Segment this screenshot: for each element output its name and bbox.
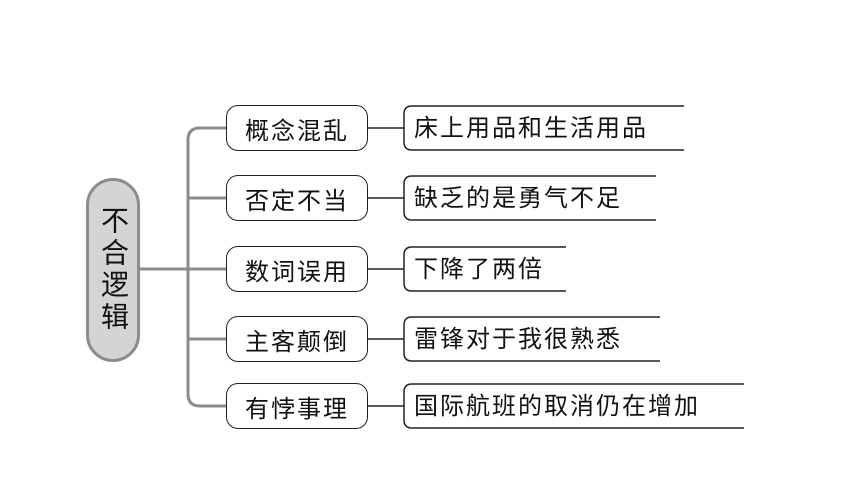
category-node: 数词误用 — [226, 246, 368, 292]
example-text: 床上用品和生活用品 — [414, 114, 648, 142]
example-text: 缺乏的是勇气不足 — [414, 184, 622, 212]
root-label: 不合逻辑 — [97, 206, 130, 334]
category-node: 否定不当 — [226, 175, 368, 221]
root-node: 不合逻辑 — [86, 178, 140, 362]
category-node: 概念混乱 — [226, 105, 368, 151]
category-node: 有悖事理 — [226, 383, 368, 429]
category-node: 主客颠倒 — [226, 316, 368, 362]
example-text: 国际航班的取消仍在增加 — [414, 392, 700, 420]
example-text: 雷锋对于我很熟悉 — [414, 325, 622, 353]
example-text: 下降了两倍 — [414, 255, 544, 283]
